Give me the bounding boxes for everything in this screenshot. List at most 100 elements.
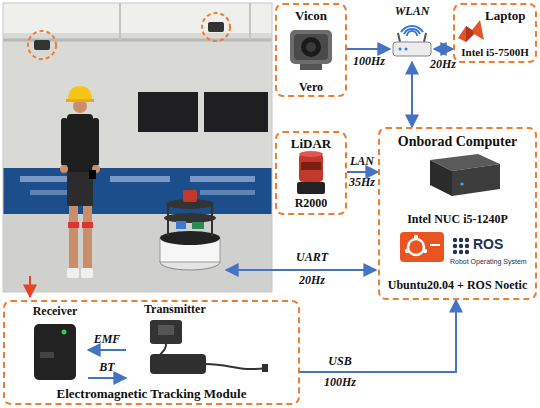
router-icon	[393, 42, 431, 56]
edge-label: LAN	[350, 155, 374, 169]
node-text: ROS	[473, 236, 503, 252]
lidar-icon	[297, 151, 325, 194]
router-icon	[401, 26, 423, 32]
ubuntu-logo	[430, 244, 440, 246]
router-icon	[393, 26, 431, 56]
uart-link	[226, 269, 376, 271]
transmitter-device	[150, 354, 206, 374]
lidar-icon	[299, 154, 323, 182]
rate-label: 100Hz	[324, 376, 356, 390]
person	[92, 118, 99, 166]
vicon-camera-icon	[306, 42, 316, 52]
ros-logo	[453, 250, 457, 254]
person	[82, 222, 93, 228]
transmitter-device	[158, 325, 174, 335]
lab-photo	[249, 3, 251, 40]
lab-photo	[119, 3, 121, 40]
ros-logo	[459, 250, 463, 254]
ros-logo	[459, 238, 463, 242]
device-box: LiDARR2000	[275, 131, 347, 215]
wall-monitor	[138, 92, 198, 132]
leader-line	[29, 276, 31, 297]
device-node: Receiver	[22, 304, 88, 384]
robot	[176, 221, 186, 229]
device-box: ViconVero	[275, 3, 347, 97]
vicon-camera-photo	[34, 40, 50, 50]
lab-photo	[3, 3, 272, 33]
router-icon	[399, 48, 402, 51]
banner	[3, 168, 272, 214]
wall-monitor	[138, 92, 268, 132]
vicon-camera-icon	[290, 30, 332, 70]
lab-photo	[3, 3, 272, 292]
node-text: Transmitter	[144, 303, 206, 317]
transmitter-device	[150, 320, 268, 374]
robot	[160, 190, 220, 270]
connector	[88, 349, 126, 351]
connector	[347, 48, 390, 50]
wall-monitor	[204, 92, 268, 132]
receiver-device	[34, 324, 76, 380]
node-text: Vicon	[295, 9, 327, 24]
lidar-icon	[301, 162, 321, 170]
person	[68, 222, 79, 228]
node-text: Vero	[299, 81, 323, 95]
ros-logo	[459, 244, 463, 248]
vicon-camera-icon	[301, 37, 321, 57]
device-node: Transmitter	[126, 302, 270, 384]
nuc-icon	[460, 182, 463, 185]
router-node: WLAN	[390, 4, 434, 62]
banner	[200, 190, 255, 195]
lidar-icon	[299, 151, 323, 157]
connector	[88, 377, 126, 379]
ubuntu-logo	[405, 249, 409, 253]
leader-line	[30, 276, 31, 297]
connector	[411, 62, 413, 127]
person	[60, 86, 100, 278]
vicon-camera-photo	[208, 22, 224, 32]
vicon-camera-icon	[290, 30, 332, 64]
ros-logo	[465, 238, 469, 242]
edge-label: BT	[99, 361, 114, 375]
node-text: Electromagnetic Tracking Module	[57, 387, 247, 402]
node-text: WLAN	[395, 5, 430, 19]
transmitter-device	[206, 364, 266, 369]
ros-logo	[453, 238, 469, 254]
matlab-icon	[458, 20, 484, 42]
person	[60, 165, 68, 173]
matlab-icon	[466, 26, 474, 42]
vicon-camera-photo	[202, 13, 230, 41]
robot	[164, 213, 216, 223]
person	[67, 268, 79, 278]
ros-logo	[465, 250, 469, 254]
node-text: Onborad Computer	[398, 134, 517, 150]
connector	[434, 48, 453, 50]
matlab-icon	[458, 20, 484, 42]
person	[81, 268, 93, 278]
edge-label: 20Hz	[430, 58, 456, 72]
computer-box: Onborad ComputerIntel NUC i5-1240PROSRob…	[378, 127, 537, 300]
ros-logo	[465, 244, 469, 248]
connector	[347, 171, 378, 173]
vicon-camera-icon	[294, 34, 328, 60]
person	[66, 99, 94, 102]
nuc-icon	[430, 154, 500, 196]
ros-logo	[453, 244, 457, 248]
module-box: Electromagnetic Tracking Module Receiver T…	[3, 300, 300, 405]
receiver-device	[34, 324, 76, 380]
banner	[110, 176, 170, 182]
ubuntu-logo	[423, 249, 427, 253]
node-text: Ubuntu20.04 + ROS Noetic	[388, 279, 528, 293]
device-box: LaptopIntel i5-7500H	[453, 3, 537, 63]
receiver-device	[62, 330, 67, 335]
router-icon	[404, 29, 420, 34]
router-icon	[398, 33, 400, 42]
ros-logo	[453, 238, 457, 242]
edge-label: USB	[328, 355, 351, 369]
ubuntu-logo	[414, 235, 418, 239]
node-text: LiDAR	[291, 137, 331, 152]
ubuntu-logo	[408, 239, 424, 255]
person	[83, 206, 92, 268]
transmitter-device	[150, 320, 182, 344]
